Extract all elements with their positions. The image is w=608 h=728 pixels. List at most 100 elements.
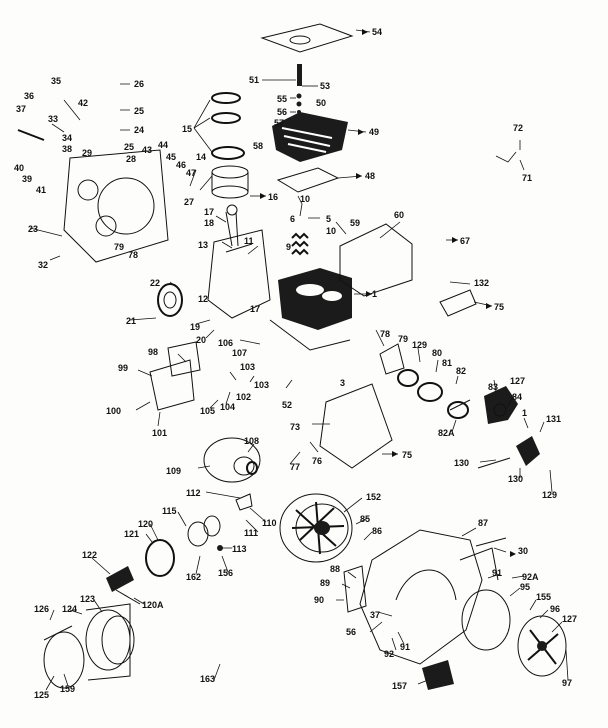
part-label-50: 50 bbox=[316, 98, 326, 108]
piston bbox=[211, 165, 249, 199]
part-label-73: 73 bbox=[290, 422, 300, 432]
part-label-53: 53 bbox=[320, 81, 330, 91]
flywheel bbox=[279, 493, 353, 563]
part-label-20: 20 bbox=[196, 335, 206, 345]
part-label-37: 37 bbox=[16, 104, 26, 114]
part-label-36: 36 bbox=[24, 91, 34, 101]
part-label-127: 127 bbox=[510, 376, 525, 386]
part-label-92A: 92A bbox=[522, 572, 539, 582]
part-label-57: 57 bbox=[274, 118, 284, 128]
part-label-127b: 127 bbox=[562, 614, 577, 624]
part-label-103: 103 bbox=[240, 362, 255, 372]
part-label-84: 84 bbox=[512, 392, 522, 402]
throttle-parts bbox=[379, 289, 477, 419]
flywheel-key bbox=[235, 493, 253, 511]
part-label-18: 18 bbox=[204, 218, 214, 228]
part-label-162: 162 bbox=[186, 572, 201, 582]
valve-springs bbox=[291, 232, 309, 256]
part-label-129b: 129 bbox=[542, 490, 557, 500]
recoil-pulley-set bbox=[145, 515, 223, 577]
part-label-96: 96 bbox=[550, 604, 560, 614]
part-label-56: 56 bbox=[277, 107, 287, 117]
part-label-85: 85 bbox=[360, 514, 370, 524]
air-cleaner-element bbox=[422, 660, 454, 690]
part-label-156: 156 bbox=[218, 568, 233, 578]
part-label-35: 35 bbox=[51, 76, 61, 86]
part-label-25: 25 bbox=[134, 106, 144, 116]
blower-housing bbox=[359, 529, 483, 665]
part-label-113: 113 bbox=[232, 544, 247, 554]
part-label-91b: 91 bbox=[400, 642, 410, 652]
part-label-123: 123 bbox=[80, 594, 95, 604]
part-label-130a: 130 bbox=[454, 458, 469, 468]
part-label-86: 86 bbox=[372, 526, 382, 536]
part-label-157: 157 bbox=[392, 681, 407, 691]
starter-clutch bbox=[203, 437, 261, 483]
part-label-83: 83 bbox=[488, 382, 498, 392]
part-label-1: 1 bbox=[372, 289, 377, 299]
housing-plate bbox=[343, 565, 367, 613]
part-label-105: 105 bbox=[200, 406, 215, 416]
part-label-152: 152 bbox=[366, 492, 381, 502]
crankcase bbox=[207, 229, 271, 319]
part-label-56b: 56 bbox=[346, 627, 356, 637]
part-label-13: 13 bbox=[198, 240, 208, 250]
recoil-pulley-right bbox=[461, 589, 567, 677]
part-label-67: 67 bbox=[460, 236, 470, 246]
part-label-14: 14 bbox=[196, 152, 206, 162]
governor-linkage bbox=[17, 129, 169, 263]
part-label-159: 159 bbox=[60, 684, 75, 694]
part-label-126: 126 bbox=[34, 604, 49, 614]
part-label-120: 120 bbox=[138, 519, 153, 529]
part-label-28: 28 bbox=[126, 154, 136, 164]
part-label-30: 30 bbox=[518, 546, 528, 556]
part-label-26: 26 bbox=[134, 79, 144, 89]
part-label-27: 27 bbox=[184, 197, 194, 207]
part-label-71: 71 bbox=[522, 173, 532, 183]
part-label-78b: 78 bbox=[380, 329, 390, 339]
part-label-112: 112 bbox=[186, 488, 201, 498]
part-label-90: 90 bbox=[314, 595, 324, 605]
air-baffle bbox=[319, 383, 393, 469]
engine-block bbox=[269, 268, 352, 351]
part-label-75: 75 bbox=[494, 302, 504, 312]
part-label-45: 45 bbox=[166, 152, 176, 162]
part-labels: 54 51 53 55 50 56 57 58 49 48 26 25 24 3… bbox=[14, 27, 577, 700]
part-label-99: 99 bbox=[118, 363, 128, 373]
part-label-80: 80 bbox=[432, 348, 442, 358]
part-label-131: 131 bbox=[546, 414, 561, 424]
part-label-4: 1 bbox=[522, 408, 527, 418]
part-label-11: 11 bbox=[244, 236, 254, 246]
part-label-107: 107 bbox=[232, 348, 247, 358]
part-label-92: 92 bbox=[384, 649, 394, 659]
head-gasket bbox=[276, 167, 340, 193]
rewind-starter bbox=[43, 603, 135, 689]
part-label-15: 15 bbox=[182, 124, 192, 134]
part-label-120A: 120A bbox=[142, 600, 164, 610]
part-label-46: 46 bbox=[176, 160, 186, 170]
part-label-100: 100 bbox=[106, 406, 121, 416]
crankshaft-seal-left bbox=[157, 283, 183, 317]
part-label-10: 10 bbox=[300, 194, 310, 204]
part-label-72: 72 bbox=[513, 123, 523, 133]
part-label-47: 47 bbox=[186, 168, 196, 178]
part-label-22: 22 bbox=[150, 278, 160, 288]
part-label-6: 6 bbox=[290, 214, 295, 224]
part-label-89: 89 bbox=[320, 578, 330, 588]
part-label-5: 5 bbox=[326, 214, 331, 224]
part-label-17b: 17 bbox=[250, 304, 260, 314]
part-label-23: 23 bbox=[28, 224, 38, 234]
part-label-34: 34 bbox=[62, 133, 72, 143]
part-label-19: 19 bbox=[190, 322, 200, 332]
part-label-106: 106 bbox=[218, 338, 233, 348]
part-label-79: 79 bbox=[114, 242, 124, 252]
part-label-124: 124 bbox=[62, 604, 77, 614]
part-label-121: 121 bbox=[124, 529, 139, 539]
part-label-79b: 79 bbox=[398, 334, 408, 344]
part-label-155: 155 bbox=[536, 592, 551, 602]
part-label-88: 88 bbox=[330, 564, 340, 574]
piston-rings bbox=[211, 92, 245, 160]
part-label-10b: 10 bbox=[326, 226, 336, 236]
muffler-parts bbox=[106, 566, 141, 605]
